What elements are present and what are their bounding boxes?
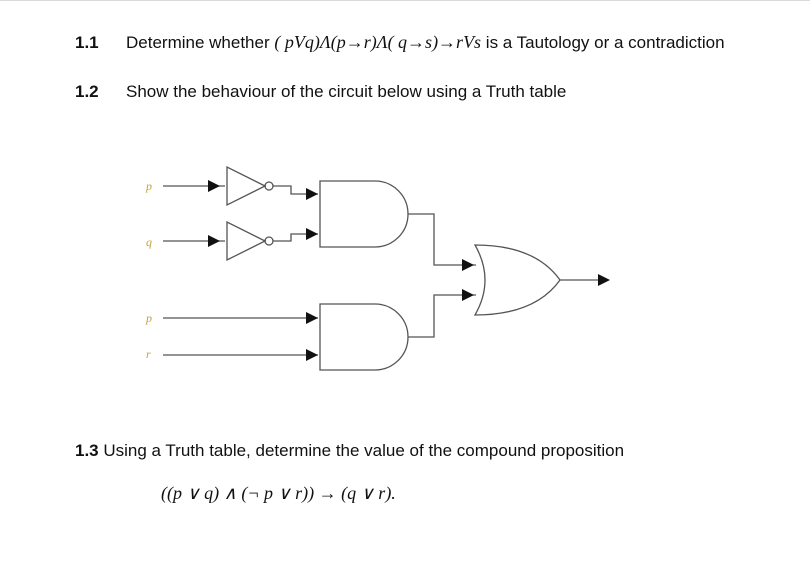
question-text-after: is a Tautology or a contradiction [481, 33, 725, 52]
and-gate-bottom [319, 303, 409, 371]
top-rule [0, 0, 810, 1]
input-label-p2: p [145, 311, 152, 325]
question-formula: ( pVq)Λ(p→r)Λ( q→s)→rVs [274, 32, 482, 52]
not-gate-p [226, 165, 267, 207]
question-number: 1.1 [75, 33, 99, 52]
arrow-head-and1-b [306, 228, 318, 240]
arrow-head-and1-a [306, 188, 318, 200]
not-gate-q [226, 220, 267, 262]
input-label-p: p [145, 179, 152, 193]
and-gate-top [319, 180, 409, 248]
question-number: 1.3 [75, 441, 99, 460]
question-text: Determine whether [126, 33, 275, 52]
arrow-head-and2-b [306, 349, 318, 361]
input-label-r: r [146, 347, 151, 361]
arrow-head-or-a [462, 259, 474, 271]
question-text: Using a Truth table, determine the value… [98, 441, 625, 460]
arrow-head-and2-a [306, 312, 318, 324]
input-label-q: q [146, 235, 152, 249]
wire-and1-or [408, 213, 476, 266]
question-number: 1.2 [75, 82, 99, 101]
question-1-3: 1.3 Using a Truth table, determine the v… [75, 441, 624, 461]
or-gate [473, 244, 561, 316]
arrow-head-q [208, 235, 220, 247]
arrow-head-or-b [462, 289, 474, 301]
arrow-head-p [208, 180, 220, 192]
arrow-head-output [598, 274, 610, 286]
compound-expression: ((p ∨ q) ∧ (¬ p ∨ r)) → (q ∨ r). [161, 483, 396, 503]
wire-notp-and1 [273, 185, 318, 195]
wire-notq-and1 [273, 233, 318, 242]
question-1-1: 1.1 Determine whether ( pVq)Λ(p→r)Λ( q→s)… [75, 32, 725, 53]
wire-and2-or [408, 294, 476, 338]
question-text: Show the behaviour of the circuit below … [126, 82, 567, 101]
question-1-2: 1.2 Show the behaviour of the circuit bel… [75, 82, 566, 102]
